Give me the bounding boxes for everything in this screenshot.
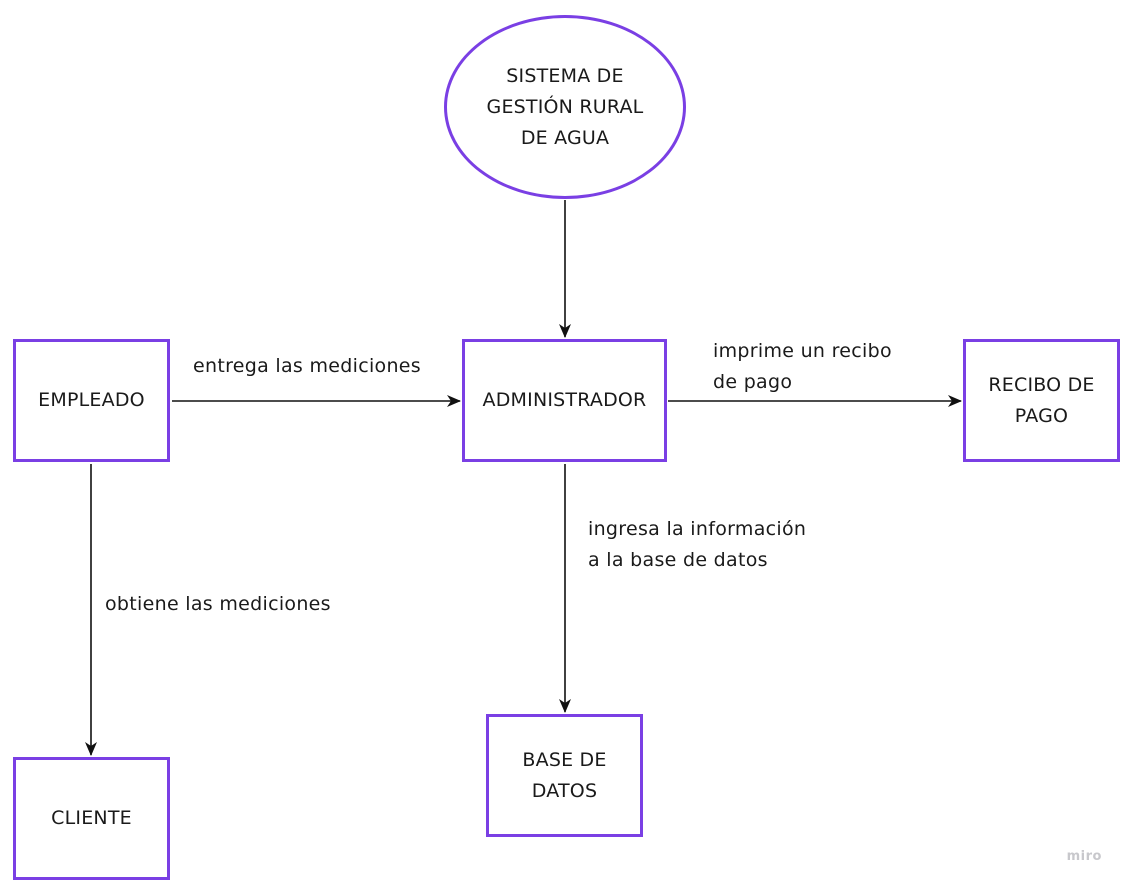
node-recibo-de-pago[interactable]: RECIBO DE PAGO (963, 339, 1120, 462)
node-sistema-gestion[interactable]: SISTEMA DE GESTIÓN RURAL DE AGUA (444, 15, 686, 199)
node-cliente[interactable]: CLIENTE (13, 757, 170, 880)
edge-label-ingresa: ingresa la información a la base de dato… (588, 518, 807, 571)
edge-label-imprime: imprime un recibo de pago (713, 340, 892, 393)
node-sistema-gestion-label: SISTEMA DE GESTIÓN RURAL DE AGUA (486, 64, 644, 149)
node-administrador[interactable]: ADMINISTRADOR (462, 339, 667, 462)
node-empleado[interactable]: EMPLEADO (13, 339, 170, 462)
miro-watermark: miro (1066, 849, 1102, 864)
edge-label-entrega: entrega las mediciones (193, 355, 421, 377)
node-base-de-datos-label: BASE DE DATOS (522, 748, 607, 802)
node-recibo-de-pago-label: RECIBO DE PAGO (988, 373, 1095, 427)
node-base-de-datos[interactable]: BASE DE DATOS (486, 714, 643, 837)
node-empleado-label: EMPLEADO (38, 389, 145, 411)
edge-label-obtiene: obtiene las mediciones (105, 593, 331, 615)
node-cliente-label: CLIENTE (51, 807, 132, 829)
node-administrador-label: ADMINISTRADOR (482, 389, 647, 411)
